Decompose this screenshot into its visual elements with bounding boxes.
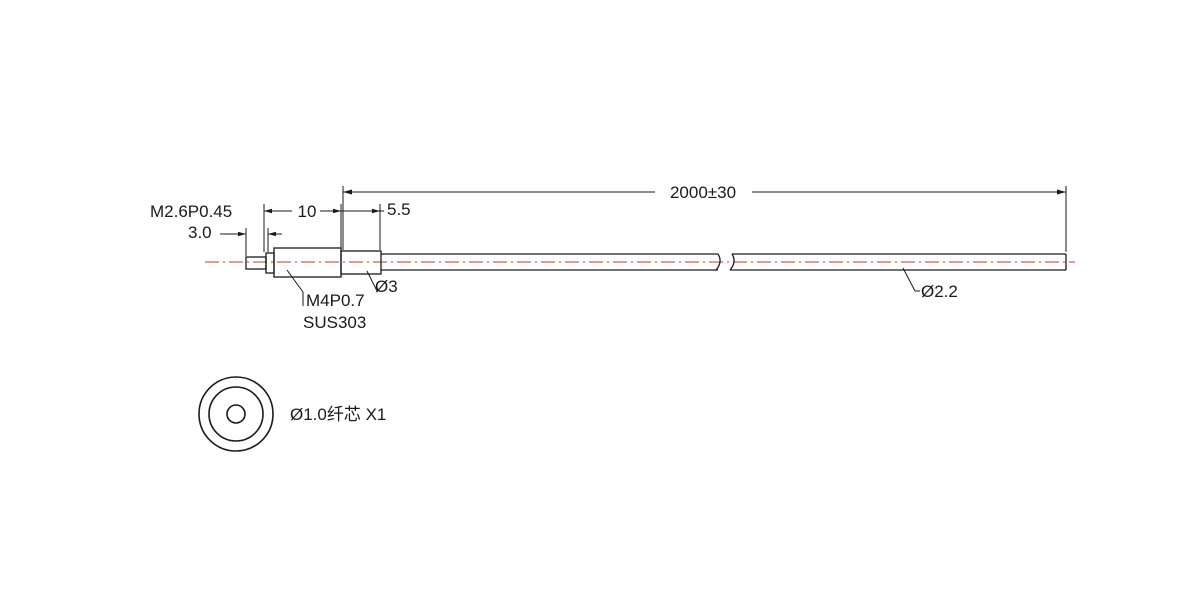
cable [381, 253, 1067, 271]
dim-5-5-label: 5.5 [387, 200, 411, 219]
dim-10-label: 10 [298, 202, 317, 221]
leader-thread-large [286, 269, 304, 306]
step-collar [265, 252, 275, 274]
material-label: SUS303 [303, 313, 366, 332]
dimension-10 [263, 204, 342, 252]
dim-overall-label: 2000±30 [670, 183, 736, 202]
dia-2-2-label: Ø2.2 [921, 282, 958, 301]
front-thread-tip [245, 256, 267, 270]
dimension-3-0 [220, 228, 282, 256]
sleeve [340, 250, 382, 275]
dia-3-label: Ø3 [375, 277, 398, 296]
thread-large-label: M4P0.7 [306, 291, 365, 310]
dimension-overall [342, 186, 1067, 252]
dimension-5-5 [341, 204, 384, 250]
dim-3-0-label: 3.0 [188, 223, 212, 242]
thread-small-label: M2.6P0.45 [150, 202, 232, 221]
fiber-core-label: Ø1.0纤芯 X1 [290, 405, 386, 424]
leader-dia-2-2 [902, 267, 920, 292]
cross-section-view [198, 376, 274, 452]
leader-dia-3 [366, 270, 378, 292]
